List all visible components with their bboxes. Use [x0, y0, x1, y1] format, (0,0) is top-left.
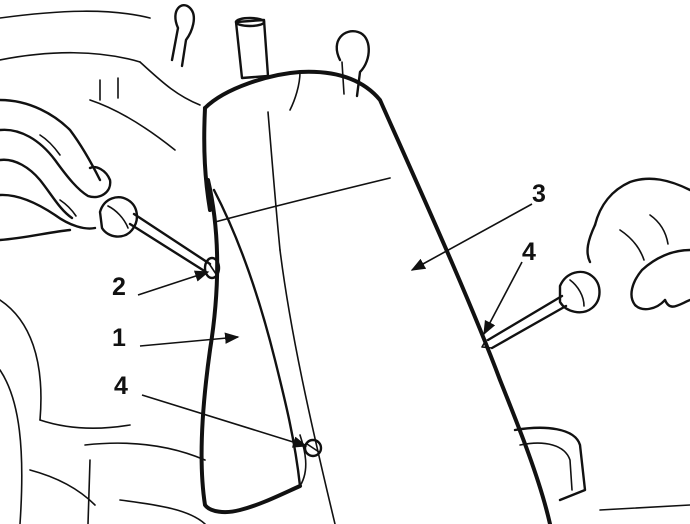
callout-labels: 1 2 3 4 4	[112, 180, 546, 400]
screw-bottom	[303, 438, 323, 458]
right-hand-with-screwdriver	[481, 177, 690, 350]
steering-shaft	[234, 16, 270, 80]
leader-1	[139, 332, 240, 347]
leader-4-right	[483, 261, 523, 336]
callout-1: 1	[112, 324, 126, 352]
leader-lines	[137, 203, 533, 448]
dashboard-background	[0, 10, 690, 524]
gear-knobs	[170, 4, 370, 98]
lower-column-cover	[199, 178, 307, 515]
leader-2	[137, 270, 210, 296]
leader-3	[410, 203, 533, 271]
callout-2: 2	[112, 273, 126, 301]
callout-4-right: 4	[522, 238, 536, 266]
callout-4-bottom: 4	[114, 372, 128, 400]
callout-3: 3	[532, 180, 546, 208]
left-hand-with-screwdriver	[0, 98, 212, 274]
upper-column-cover	[202, 69, 552, 524]
leader-4-bottom	[141, 394, 308, 448]
